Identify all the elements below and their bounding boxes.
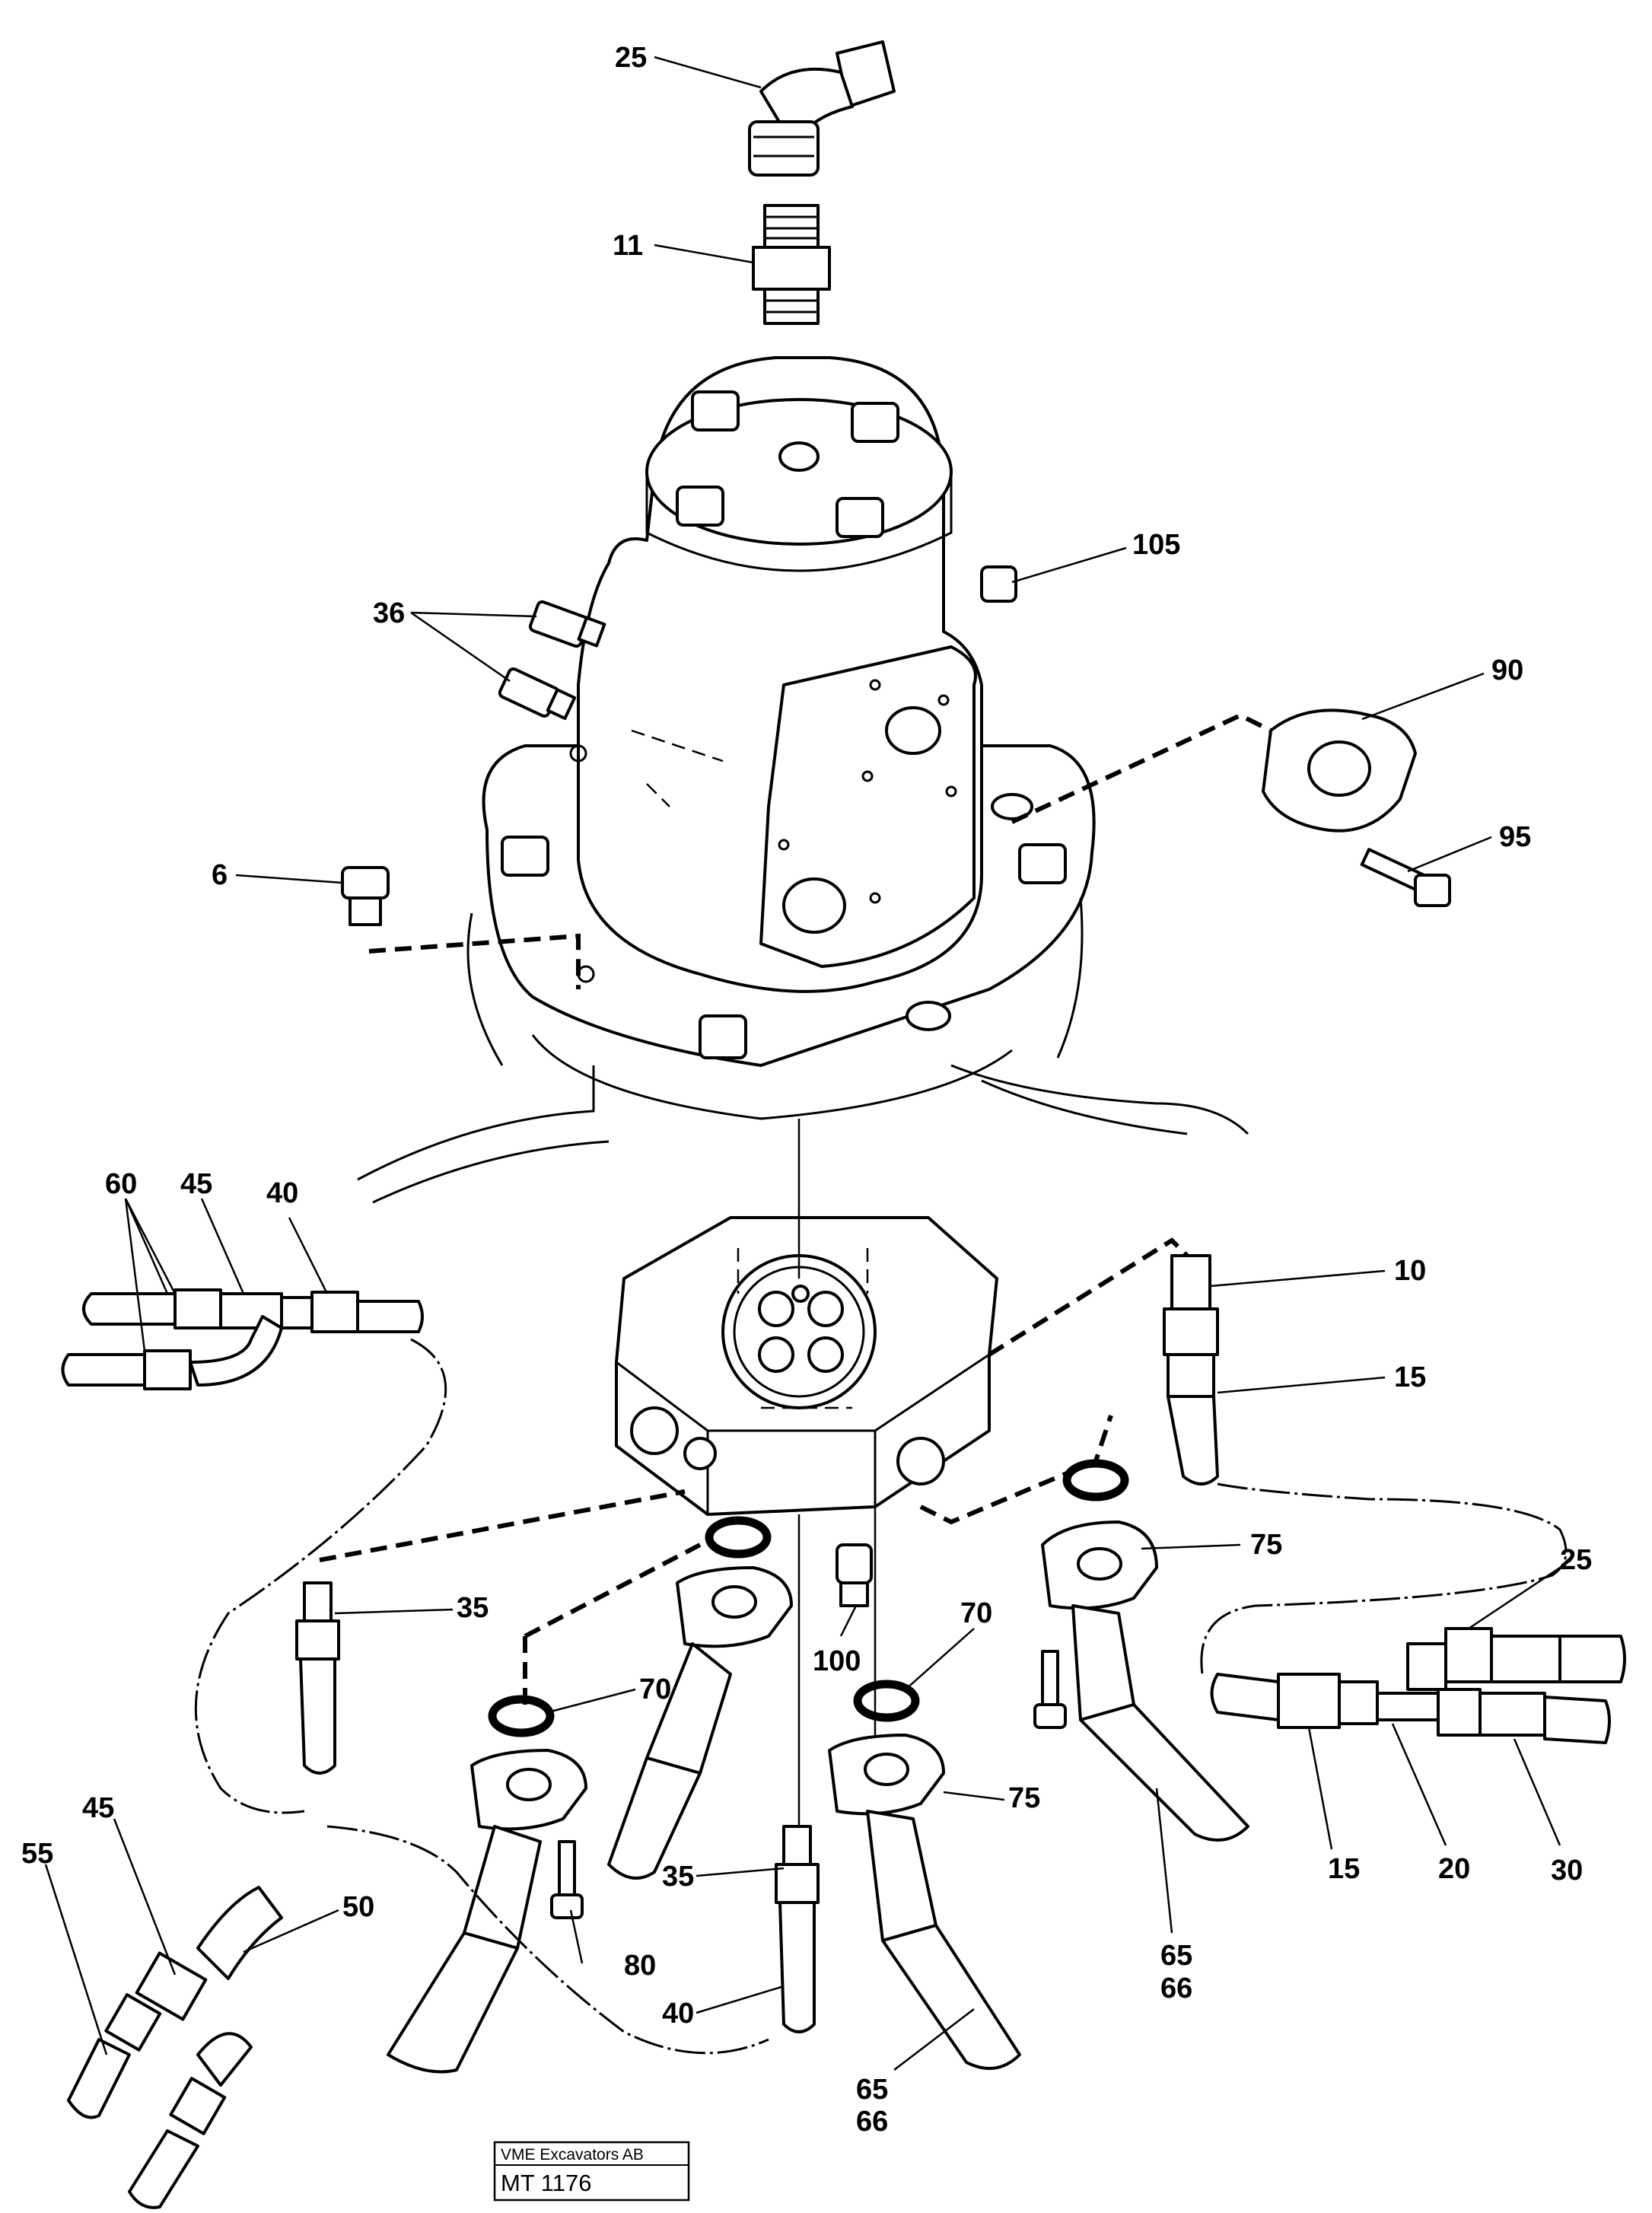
flange-hose-right: [1041, 1520, 1249, 1842]
tee-assembly-top-left: [61, 1288, 424, 1390]
callout-65-right: 65: [1160, 1940, 1192, 1972]
swivel-body: [357, 356, 1249, 1204]
callout-labels: 25 11 105 36 90 95 6 60 45 40 10 15 75 2…: [21, 42, 1592, 2138]
drawing-stamp: VME Excavators AB MT 1176: [493, 2141, 690, 2202]
callout-45-bottom: 45: [82, 1792, 114, 1824]
hose-fitting-35-left: [295, 1581, 340, 1775]
callout-70-center: 70: [960, 1597, 992, 1629]
callout-35-left: 35: [457, 1592, 489, 1624]
callout-45-top: 45: [180, 1168, 212, 1200]
leader-lines: [44, 56, 1572, 2071]
callout-90: 90: [1491, 654, 1523, 686]
callout-30: 30: [1551, 1855, 1583, 1887]
elbow-fitting-25: [748, 40, 896, 177]
callout-100: 100: [813, 1645, 861, 1677]
hose-line-right: [1200, 1482, 1568, 1675]
callout-36: 36: [373, 597, 405, 629]
callout-40-top: 40: [266, 1177, 298, 1209]
tee-assembly-right: [1210, 1627, 1626, 1744]
stamp-drawing-number: MT 1176: [501, 2170, 591, 2196]
callout-60: 60: [105, 1168, 137, 1200]
bolt-95: [1360, 848, 1451, 907]
callout-70-left: 70: [639, 1673, 671, 1705]
callout-50: 50: [342, 1891, 374, 1923]
callout-25-right: 25: [1560, 1544, 1592, 1576]
nipple-36-upper: [528, 600, 606, 648]
bolt-80: [550, 1840, 584, 1919]
callout-66-right: 66: [1160, 1973, 1192, 2004]
callout-66-bottom: 66: [856, 2106, 888, 2138]
flange-hose-center: [828, 1734, 1021, 2070]
flange-hose-left-lower: [387, 1749, 587, 2074]
hose-fitting-35-center: [775, 1825, 820, 2033]
callout-15-right-bottom: 15: [1328, 1853, 1360, 1885]
callout-80: 80: [624, 1950, 656, 1982]
bolt-100: [836, 1543, 873, 1607]
callout-40-bottom: 40: [662, 1998, 694, 2030]
stamp-company: VME Excavators AB: [501, 2146, 644, 2164]
hose-line-left: [194, 1338, 447, 1814]
tee-assembly-bottom-left: [67, 1886, 283, 2209]
flange-hose-left-upper: [607, 1566, 793, 1880]
callout-35-center: 35: [662, 1861, 694, 1893]
plug-105: [980, 565, 1017, 603]
callout-55: 55: [21, 1838, 53, 1870]
callout-6: 6: [212, 859, 228, 891]
o-ring-75-top: [1062, 1459, 1129, 1501]
o-ring-70-left: [488, 1695, 555, 1737]
manifold-block: [615, 1216, 998, 1516]
hose-fitting-10-15: [1163, 1254, 1219, 1485]
callout-105: 105: [1132, 529, 1180, 561]
plug-6: [341, 866, 390, 926]
callout-95: 95: [1499, 821, 1531, 853]
hose-line-bottom: [326, 1825, 769, 2055]
nipple-36-lower: [498, 667, 577, 721]
callout-75-top: 75: [1250, 1529, 1282, 1561]
o-ring-70-right: [853, 1680, 920, 1722]
callout-15-right-top: 15: [1394, 1361, 1426, 1393]
o-ring-70-top-left: [705, 1516, 772, 1559]
callout-75-bottom: 75: [1008, 1782, 1040, 1814]
callout-20: 20: [1438, 1853, 1470, 1885]
callout-11: 11: [613, 230, 643, 262]
callout-65-bottom: 65: [856, 2074, 888, 2106]
callout-25-top: 25: [615, 42, 647, 74]
callout-10: 10: [1394, 1255, 1426, 1287]
union-fitting-11: [752, 204, 831, 325]
bolt-right: [1033, 1650, 1067, 1729]
flange-90: [1262, 708, 1417, 833]
